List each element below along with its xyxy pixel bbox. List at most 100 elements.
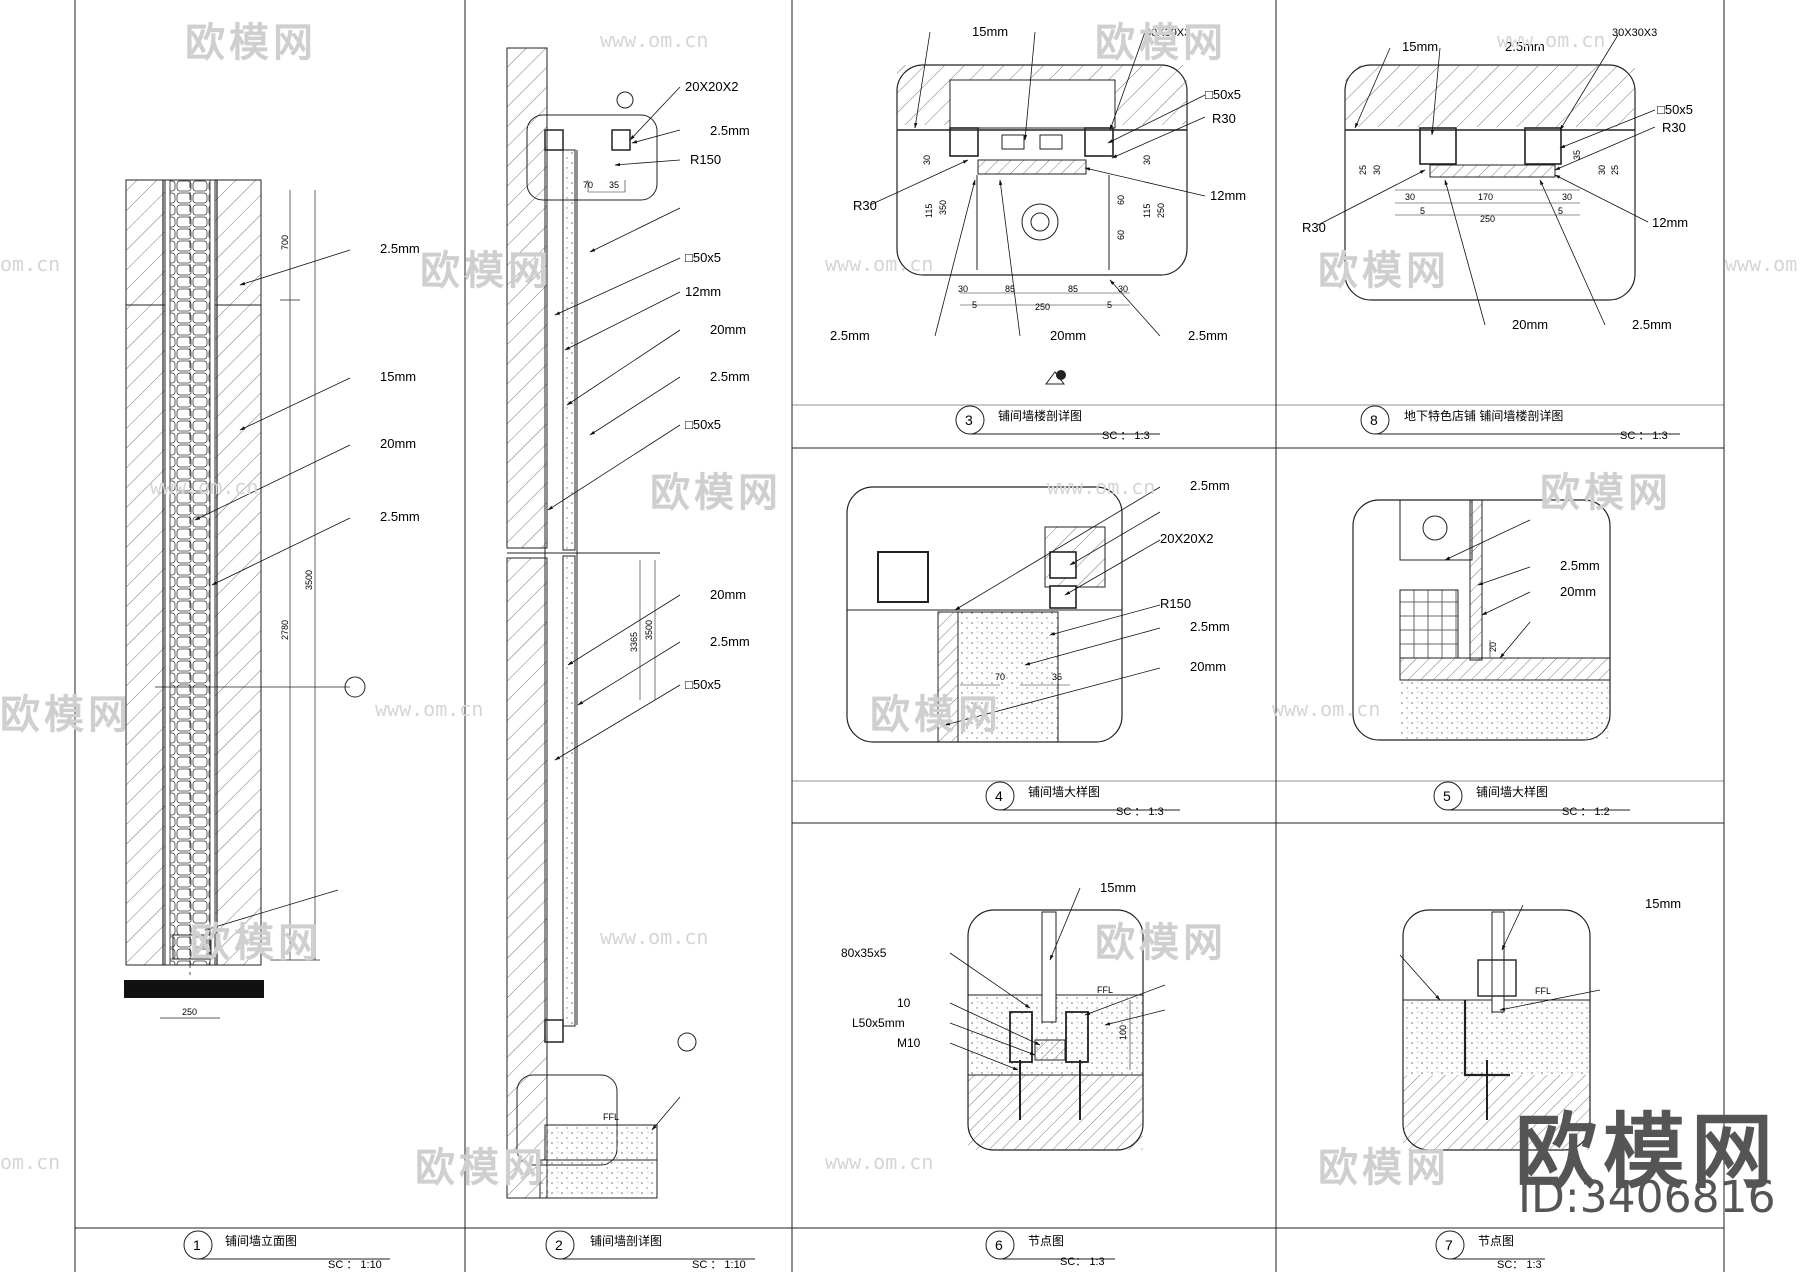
title-block-3-scale: SC ： 1:3 xyxy=(1102,430,1150,442)
title-block-3-title: 铺间墙楼剖详图 xyxy=(998,408,1082,423)
p8-dim-9: 35 xyxy=(1572,150,1582,160)
p8-label-5: R30 xyxy=(1302,220,1326,235)
title-block-4-num: 4 xyxy=(995,788,1003,804)
title-block-6: 6 节点图 SC： 1:3 xyxy=(985,1230,1115,1268)
panel-3-detail: 15mm 30X30X3 □50x5 R30 R30 12mm 2.5mm 20… xyxy=(830,24,1246,385)
title-block-5-num: 5 xyxy=(1443,788,1451,804)
p8-dim-6: 25 xyxy=(1358,165,1368,175)
p3-dim-4: 30 xyxy=(1118,284,1128,294)
p1-dim-1: 3500 xyxy=(304,570,314,590)
brand-logo: 欧模网 xyxy=(1515,1105,1780,1200)
title-block-1-title: 铺间墙立面图 xyxy=(225,1233,297,1248)
title-block-7-title: 节点图 xyxy=(1478,1234,1514,1248)
p2-dim-1: 35 xyxy=(609,180,619,190)
p2-label-8: 20mm xyxy=(710,587,746,602)
p2-label-1: 2.5mm xyxy=(710,123,750,138)
p8-dim-3: 30 xyxy=(1562,192,1572,202)
p4-label-2: R150 xyxy=(1160,596,1191,611)
p5-label-0: 2.5mm xyxy=(1560,558,1600,573)
p6-ffl: FFL xyxy=(1097,985,1113,995)
panel-8-detail: 15mm 2.5mm 30X30X3 □50x5 R30 R30 12mm 20… xyxy=(1302,27,1693,332)
p4-label-4: 20mm xyxy=(1190,659,1226,674)
title-block-3-num: 3 xyxy=(965,412,973,428)
title-block-2-title: 铺间墙剖详图 xyxy=(590,1233,662,1248)
title-block-7-scale: SC： 1:3 xyxy=(1497,1259,1542,1271)
p6-label-2: 10 xyxy=(897,996,911,1010)
p8-label-7: 20mm xyxy=(1512,317,1548,332)
p1-label-3: 2.5mm xyxy=(380,509,420,524)
p3-label-6: 2.5mm xyxy=(830,328,870,343)
title-block-2-scale: SC ： 1:10 xyxy=(692,1259,746,1271)
p2-dim-0: 70 xyxy=(583,180,593,190)
p3-label-3: R30 xyxy=(1212,111,1236,126)
p4-dim-0: 70 xyxy=(995,672,1005,682)
p2-label-5: 20mm xyxy=(710,322,746,337)
title-block-8-title: 地下特色店铺 铺间墙楼剖详图 xyxy=(1404,408,1563,423)
p8-dim-8: 30 xyxy=(1597,165,1607,175)
p8-dim-7: 30 xyxy=(1372,165,1382,175)
p2-dim-2: 3365 xyxy=(629,632,639,652)
p3-dim-3: 30 xyxy=(958,284,968,294)
title-block-5: 5 铺间墙大样图 SC ： 1:2 xyxy=(1433,781,1630,818)
title-block-4: 4 铺间墙大样图 SC ： 1:3 xyxy=(985,781,1180,818)
p8-label-6: 12mm xyxy=(1652,215,1688,230)
p3-dim-13: 30 xyxy=(922,155,932,165)
title-block-6-num: 6 xyxy=(995,1237,1003,1253)
p3-dim-14: 30 xyxy=(1142,155,1152,165)
title-block-8-scale: SC ： 1:3 xyxy=(1620,430,1668,442)
p8-label-2: 30X30X3 xyxy=(1612,27,1657,39)
p8-label-8: 2.5mm xyxy=(1632,317,1672,332)
p1-dim-3: 250 xyxy=(182,1007,197,1017)
p5-label-1: 20mm xyxy=(1560,584,1596,599)
p3-dim-6: 5 xyxy=(1107,300,1112,310)
p3-dim-12: 60 xyxy=(1116,230,1126,240)
panel-1-elevation: 2.5mm 15mm 20mm 2.5mm 700 3500 2780 250 xyxy=(124,179,420,1019)
p4-label-1: 20X20X2 xyxy=(1160,531,1214,546)
p2-dim-3: 3500 xyxy=(644,620,654,640)
p8-dim-1: 250 xyxy=(1480,214,1495,224)
p3-label-7: 20mm xyxy=(1050,328,1086,343)
p4-label-0: 2.5mm xyxy=(1190,478,1230,493)
title-block-6-scale: SC： 1:3 xyxy=(1060,1256,1105,1268)
p8-dim-0: 170 xyxy=(1478,192,1493,202)
p1-dim-0: 700 xyxy=(280,235,290,250)
p3-label-4: R30 xyxy=(853,198,877,213)
p7-ffl: FFL xyxy=(1535,986,1551,996)
p1-label-1: 15mm xyxy=(380,369,416,384)
p2-label-0: 20X20X2 xyxy=(685,79,739,94)
title-block-1: 1 铺间墙立面图 SC ： 1:10 xyxy=(183,1230,390,1271)
p8-label-0: 15mm xyxy=(1402,39,1438,54)
title-block-4-scale: SC ： 1:3 xyxy=(1116,806,1164,818)
p2-label-6: 2.5mm xyxy=(710,369,750,384)
title-block-4-title: 铺间墙大样图 xyxy=(1028,784,1100,799)
title-block-8: 8 地下特色店铺 铺间墙楼剖详图 SC ： 1:3 xyxy=(1360,405,1680,442)
p8-dim-10: 25 xyxy=(1610,165,1620,175)
p3-label-2: □50x5 xyxy=(1205,87,1241,102)
p3-dim-0: 250 xyxy=(1035,302,1050,312)
p2-label-7: □50x5 xyxy=(685,417,721,432)
title-block-5-title: 铺间墙大样图 xyxy=(1476,784,1548,799)
p6-label-1: 80x35x5 xyxy=(841,946,887,960)
title-block-1-num: 1 xyxy=(193,1237,201,1253)
p3-label-8: 2.5mm xyxy=(1188,328,1228,343)
title-block-8-num: 8 xyxy=(1370,412,1378,428)
p5-dim-0: 20 xyxy=(1488,642,1498,652)
title-block-1-scale: SC ： 1:10 xyxy=(328,1259,382,1271)
p3-label-5: 12mm xyxy=(1210,188,1246,203)
panel-5-detail: 2.5mm 20mm 20 xyxy=(1352,499,1611,741)
p3-dim-2: 85 xyxy=(1068,284,1078,294)
p8-label-4: R30 xyxy=(1662,120,1686,135)
title-block-7-num: 7 xyxy=(1445,1237,1453,1253)
p2-label-2: R150 xyxy=(690,152,721,167)
p8-label-1: 2.5mm xyxy=(1505,39,1545,54)
p2-label-3: □50x5 xyxy=(685,250,721,265)
title-block-7: 7 节点图 SC： 1:3 xyxy=(1435,1230,1545,1271)
p4-dim-1: 35 xyxy=(1052,672,1062,682)
title-block-3: 3 铺间墙楼剖详图 SC ： 1:3 xyxy=(955,405,1160,442)
p6-label-0: 15mm xyxy=(1100,880,1136,895)
title-block-2: 2 铺间墙剖详图 SC ： 1:10 xyxy=(545,1230,755,1271)
p3-dim-1: 85 xyxy=(1005,284,1015,294)
p6-label-3: L50x5mm xyxy=(852,1016,905,1030)
p8-dim-5: 5 xyxy=(1558,206,1563,216)
